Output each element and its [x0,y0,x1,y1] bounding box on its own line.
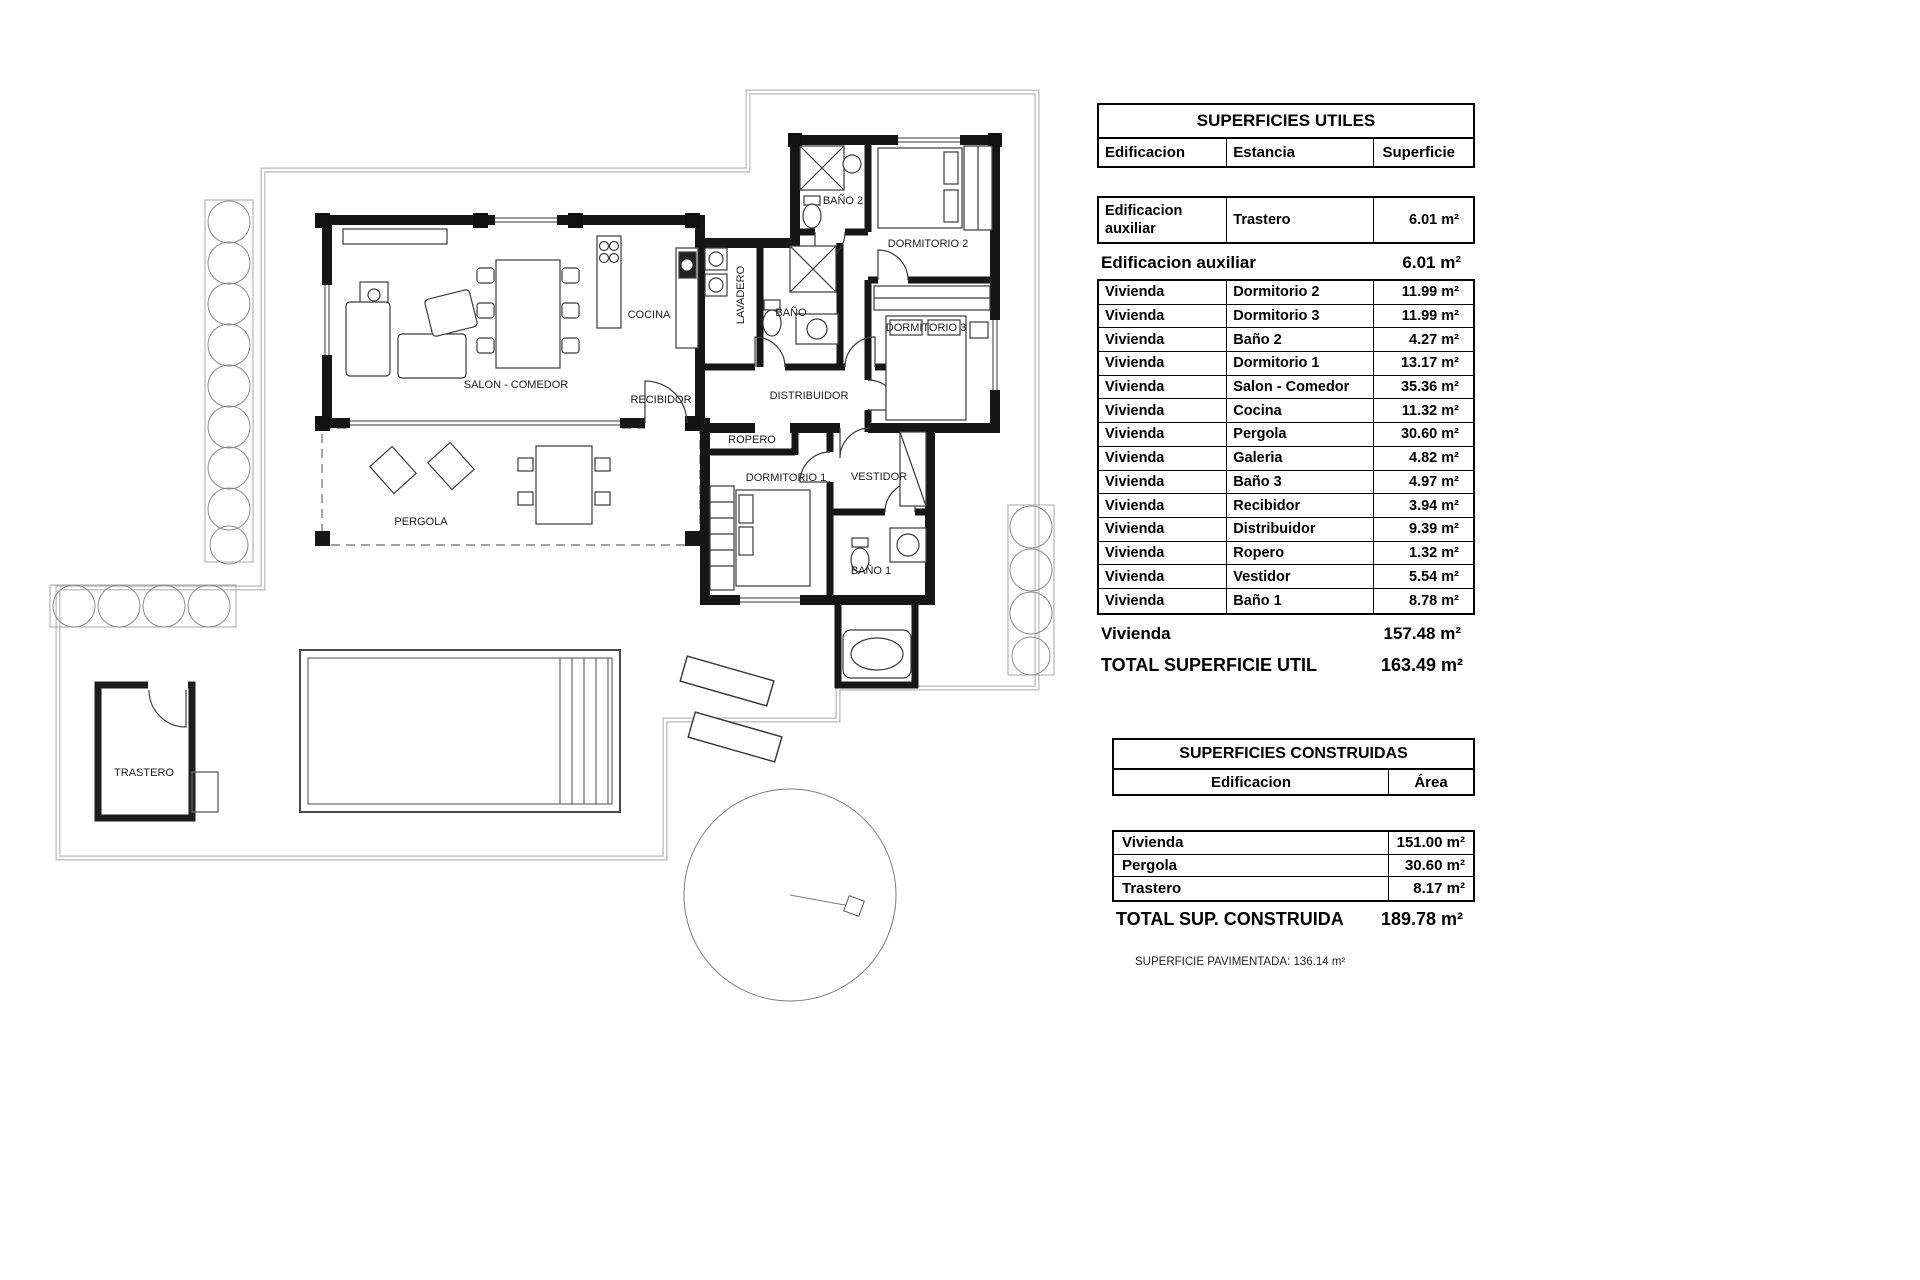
table-row: Vivienda Pergola 30.60 m² [1099,423,1473,447]
pillars [315,133,1002,431]
header-edificacion: Edificacion [1210,773,1292,791]
floor-plan: BAÑO 2 DORMITORIO 2 LAVADERO BAÑO DORMIT… [49,89,1055,1002]
interior-walls [700,140,995,689]
table-row: Vivienda Baño 1 8.78 m² [1099,588,1473,613]
dining-furniture [476,259,580,369]
pergola-area [315,427,701,546]
header-estancia: Estancia [1226,139,1373,166]
table-row: Pergola 30.60 m² [1114,854,1473,878]
table-row: Vivienda Dormitorio 3 11.99 m² [1099,304,1473,329]
superficies-utiles-header: Edificacion Estancia Superficie [1097,139,1475,168]
room-label-recibidor: RECIBIDOR [630,394,691,406]
superficies-construidas-title: SUPERFICIES CONSTRUIDAS [1112,738,1475,770]
room-label-bano: BAÑO [775,306,807,319]
room-label-lavadero: LAVADERO [735,265,747,324]
aux-rows-box: Edificacion auxiliar Trastero 6.01 m² [1097,196,1475,244]
table-row: Vivienda Baño 3 4.97 m² [1099,470,1473,495]
table-row: Trastero 8.17 m² [1114,877,1473,900]
trees-right [1007,504,1055,676]
room-label-bano1: BAÑO 1 [851,564,891,577]
room-label-salon: SALON - COMEDOR [464,379,569,391]
table-row: Vivienda Dormitorio 2 11.99 m² [1099,281,1473,305]
windows [321,134,1001,606]
room-label-trastero: TRASTERO [114,767,174,779]
bedroom3-furniture [873,285,991,421]
room-label-vestidor: VESTIDOR [851,471,907,483]
vivienda-rows-box: Vivienda Dormitorio 2 11.99 m² Vivienda … [1097,279,1475,615]
trees-bottom [49,584,237,628]
table-row: Vivienda Recibidor 3.94 m² [1099,494,1473,518]
room-label-pergola: PERGOLA [394,516,448,528]
table-row: Vivienda Baño 2 4.27 m² [1099,328,1473,353]
pool [299,649,621,813]
pergola-furniture [368,441,611,525]
superficies-construidas-table: SUPERFICIES CONSTRUIDAS Edificacion Área… [1112,738,1475,935]
construidas-rows-box: Vivienda 151.00 m² Pergola 30.60 m² Tras… [1112,830,1475,902]
table-row: Vivienda Cocina 11.32 m² [1099,399,1473,424]
solar-panels [679,655,783,763]
table-row: Vivienda Dormitorio 1 13.17 m² [1099,352,1473,376]
superficie-pavimentada-note: SUPERFICIE PAVIMENTADA: 136.14 m² [1135,956,1346,968]
bedroom2-furniture [877,145,993,231]
superficies-utiles-table: SUPERFICIES UTILES Edificacion Estancia … [1097,103,1475,681]
vivienda-subtotal: Vivienda 157.48 m² [1101,623,1461,643]
table-row: Edificacion auxiliar Trastero 6.01 m² [1099,198,1473,242]
room-label-bano2: BAÑO 2 [823,194,863,207]
table-row: Vivienda Vestidor 5.54 m² [1099,565,1473,589]
superficies-construidas-header: Edificacion Área [1112,770,1475,796]
total-sup-construida: TOTAL SUP. CONSTRUIDA 189.78 m² [1116,909,1463,930]
property-boundary [55,89,1040,861]
room-label-cocina: COCINA [628,309,671,321]
header-edificacion: Edificacion [1105,144,1186,161]
kitchen-fixtures [596,235,699,349]
room-label-dormitorio1: DORMITORIO 1 [746,472,826,484]
trastero-building [94,679,219,822]
large-tree [683,788,897,1002]
table-row: Vivienda Salon - Comedor 35.36 m² [1099,375,1473,400]
room-label-dormitorio3: DORMITORIO 3 [886,322,966,334]
header-superficie: Superficie [1373,139,1473,166]
room-label-distribuidor: DISTRIBUIDOR [770,390,849,402]
room-label-dormitorio2: DORMITORIO 2 [888,238,968,250]
bathroom2-fixtures [799,145,862,229]
superficies-utiles-title: SUPERFICIES UTILES [1097,103,1475,139]
bedroom1-furniture [709,485,811,591]
lavadero-appliances [704,247,728,297]
total-superficie-util: TOTAL SUPERFICIE UTIL 163.49 m² [1101,655,1463,676]
bathroom-fixtures [762,245,839,345]
table-row: Vivienda Ropero 1.32 m² [1099,541,1473,566]
trees-left [204,199,254,565]
bathroom1-fixtures [842,527,927,679]
table-row: Vivienda Distribuidor 9.39 m² [1099,517,1473,542]
header-area: Área [1388,770,1473,794]
table-row: Vivienda Galeria 4.82 m² [1099,446,1473,471]
aux-subtotal: Edificacion auxiliar 6.01 m² [1101,253,1461,272]
living-room-furniture [342,228,478,379]
room-label-ropero: ROPERO [728,434,776,446]
vestidor-furniture [899,431,927,507]
table-row: Vivienda 151.00 m² [1114,832,1473,855]
